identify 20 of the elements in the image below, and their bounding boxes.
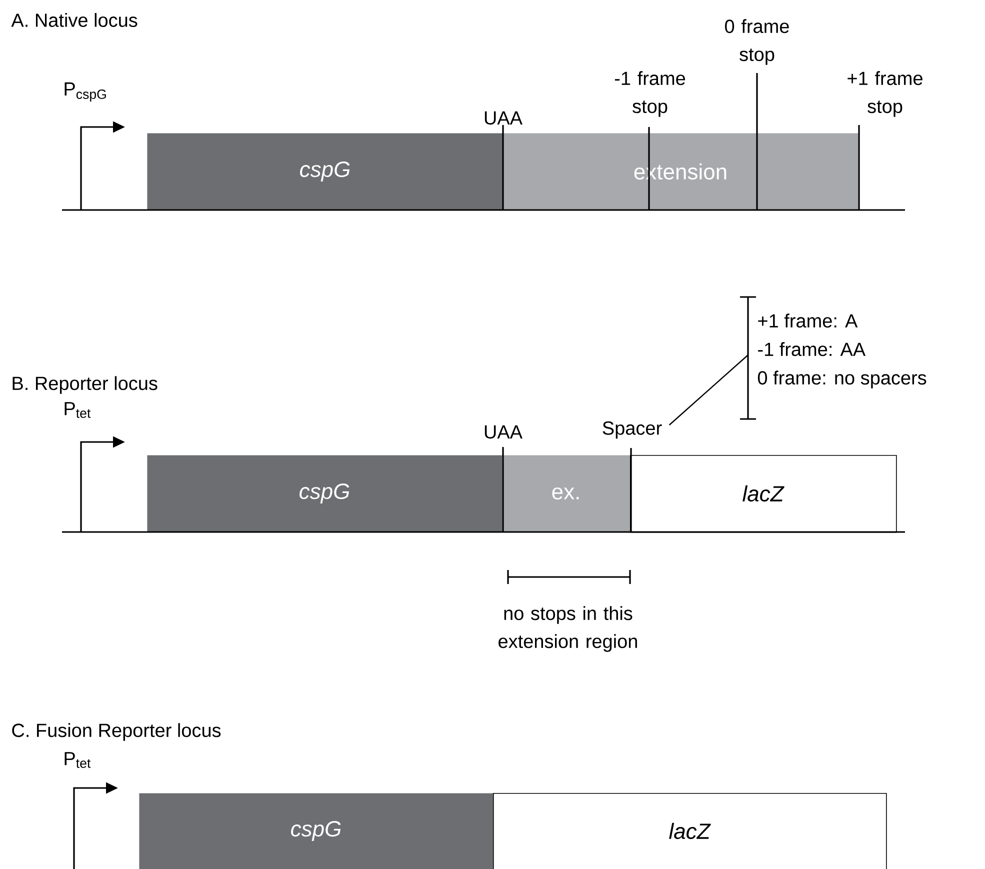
leader-line [668,354,748,426]
promoter-label: P$_{tet}$ [64,402,91,418]
promoter-label: P$_{tet}$ [64,752,91,768]
section-heading: A. Native locus [11,13,138,27]
reporter-box: lacZ [630,455,897,533]
gene-box: cspG [139,793,494,869]
stop-label: +1 frame stop [848,71,922,117]
gene-box: cspG [147,455,502,532]
stop-label: 0 frame stop [725,19,789,65]
promoter-label: P$_{cspG}$ [64,82,106,102]
region-note: no stops in this extension region [498,606,637,652]
callout-label: Spacer [602,421,662,439]
reporter-box: lacZ [493,793,887,869]
section-heading: B. Reporter locus [12,376,158,394]
bracketed-note: +1 frame: A -1 frame: AA 0 frame: no spacers [739,296,926,420]
codon-label: UAA [484,425,522,439]
gene-box: cspG [147,133,504,210]
codon-label: UAA [484,111,522,125]
section-heading: C. Fusion Reporter locus [12,723,221,741]
extension-box: ex. [502,455,630,532]
